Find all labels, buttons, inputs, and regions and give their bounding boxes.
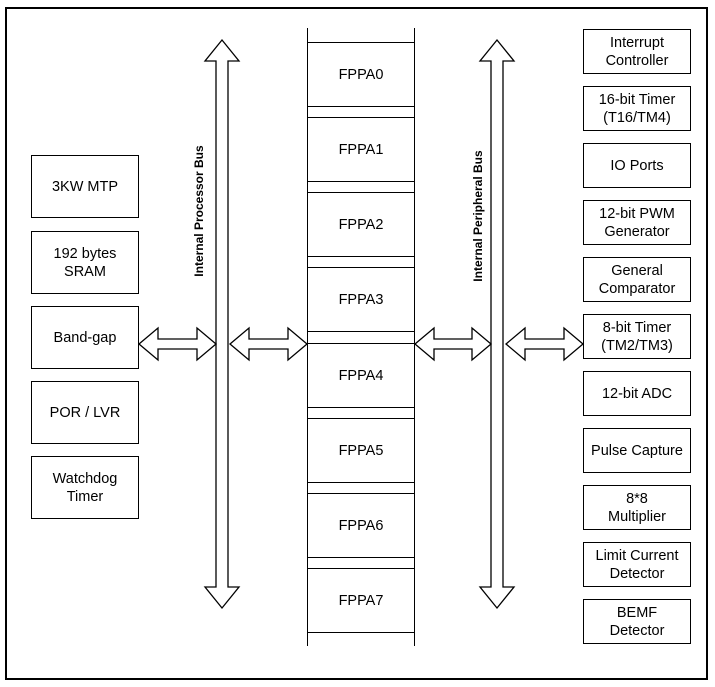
right-block-16bit-timer: 16-bit Timer (T16/TM4) [583,86,691,131]
left-connector-arrow [137,326,218,362]
right-block-adc: 12-bit ADC [583,371,691,416]
right-block-multiplier: 8*8 Multiplier [583,485,691,530]
left-block-sram: 192 bytes SRAM [31,231,139,294]
left-block-mtp: 3KW MTP [31,155,139,218]
right-block-pwm-generator: 12-bit PWM Generator [583,200,691,245]
right-block-interrupt-controller: Interrupt Controller [583,29,691,74]
diagram-frame [5,7,708,680]
fppa-unit-2: FPPA2 [307,192,415,257]
right-block-io-ports: IO Ports [583,143,691,188]
left-block-por-lvr: POR / LVR [31,381,139,444]
processor-bus-label: Internal Processor Bus [192,145,206,277]
right-block-pulse-capture: Pulse Capture [583,428,691,473]
right-block-comparator: General Comparator [583,257,691,302]
fppa-column [307,28,415,646]
fppa-peripheral-connector-arrow [413,326,493,362]
left-block-band-gap: Band-gap [31,306,139,369]
processor-fppa-connector-arrow [228,326,309,362]
fppa-unit-3: FPPA3 [307,267,415,332]
fppa-unit-1: FPPA1 [307,117,415,182]
peripheral-bus-arrow [478,38,516,610]
right-connector-arrow [504,326,585,362]
processor-bus-arrow [203,38,241,610]
right-block-limit-current: Limit Current Detector [583,542,691,587]
left-block-watchdog: Watchdog Timer [31,456,139,519]
peripheral-bus-label: Internal Peripheral Bus [471,150,485,282]
fppa-unit-5: FPPA5 [307,418,415,483]
right-block-8bit-timer: 8-bit Timer (TM2/TM3) [583,314,691,359]
fppa-unit-4: FPPA4 [307,343,415,408]
fppa-unit-6: FPPA6 [307,493,415,558]
fppa-unit-0: FPPA0 [307,42,415,107]
fppa-unit-7: FPPA7 [307,568,415,633]
right-block-bemf-detector: BEMF Detector [583,599,691,644]
